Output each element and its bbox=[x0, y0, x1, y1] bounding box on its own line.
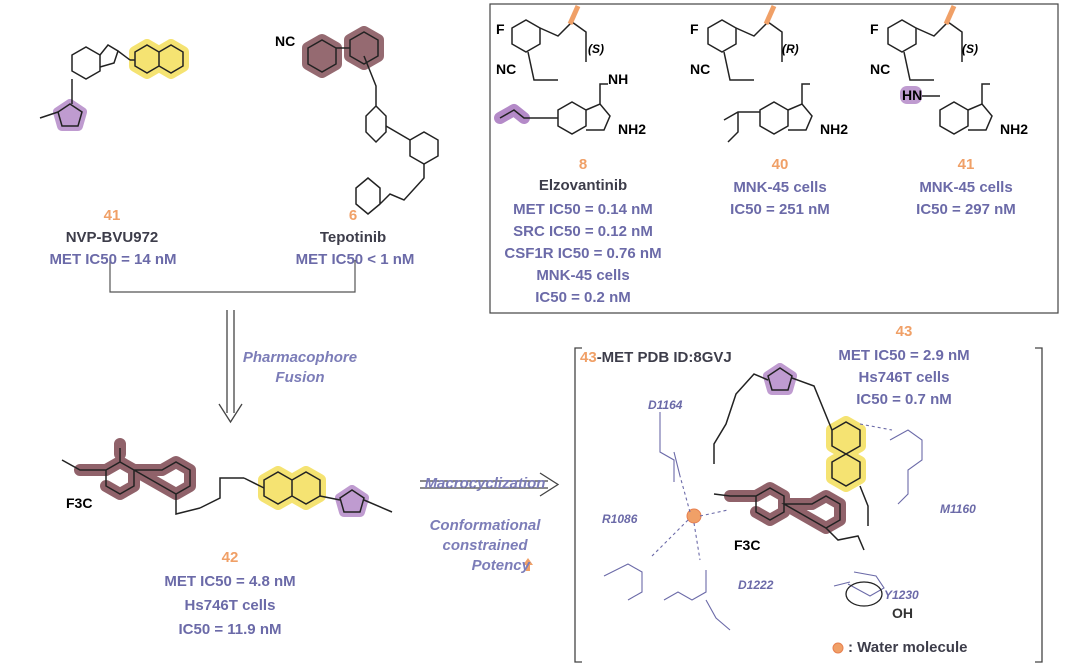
residue-y1230: Y1230 bbox=[884, 588, 919, 602]
residue-m1160: M1160 bbox=[940, 502, 976, 516]
atom-nc-8: NC bbox=[496, 61, 517, 77]
pdb-title: 43-MET PDB ID:8GVJ bbox=[580, 348, 732, 367]
macro-label-3: constrained bbox=[442, 537, 528, 554]
structure-8 bbox=[494, 4, 611, 135]
compound-41-number: 41 bbox=[103, 207, 121, 224]
compound-42-line-2: Hs746T cells bbox=[184, 597, 276, 614]
compound-41b-number: 41 bbox=[957, 156, 975, 173]
compound-8-line-2: SRC IC50 = 0.12 nM bbox=[513, 223, 653, 240]
structure-41 bbox=[39, 39, 189, 131]
residue-d1164: D1164 bbox=[648, 398, 683, 412]
macro-label-4: Potency bbox=[471, 557, 530, 574]
pdb-title-text: -MET PDB ID:8GVJ bbox=[596, 349, 732, 366]
complex-bracket-left bbox=[574, 347, 582, 663]
potency-up-icon bbox=[523, 558, 533, 571]
compound-8-line-1: MET IC50 = 0.14 nM bbox=[513, 201, 653, 218]
water-molecule bbox=[686, 508, 702, 524]
compound-41-activity: MET IC50 = 14 nM bbox=[49, 251, 177, 268]
pdb-title-number: 43 bbox=[580, 349, 597, 366]
atom-nh2-8: NH2 bbox=[618, 121, 647, 137]
macro-label-1: Macrocyclization bbox=[424, 475, 546, 492]
compound-40-number: 40 bbox=[771, 156, 789, 173]
atom-f-41b: F bbox=[870, 21, 879, 37]
atom-nh2-40: NH2 bbox=[820, 121, 849, 137]
fusion-bracket bbox=[109, 260, 356, 293]
macro-label-2: Conformational bbox=[429, 517, 541, 534]
compound-8-line-5: IC50 = 0.2 nM bbox=[535, 289, 631, 306]
structure-42 bbox=[61, 438, 393, 517]
fusion-label-2: Fusion bbox=[275, 369, 325, 386]
structure-40 bbox=[707, 4, 813, 143]
compound-41b-line-2: IC50 = 297 nM bbox=[916, 201, 1016, 218]
compound-6-activity: MET IC50 < 1 nM bbox=[295, 251, 415, 268]
compound-40-line-1: MNK-45 cells bbox=[733, 179, 827, 196]
compound-42-line-1: MET IC50 = 4.8 nM bbox=[164, 573, 296, 590]
atom-hn-41b: HN bbox=[902, 87, 923, 103]
compound-43-line-1: MET IC50 = 2.9 nM bbox=[838, 347, 970, 364]
compound-43-number: 43 bbox=[895, 323, 913, 340]
atom-nh-8: NH bbox=[608, 71, 629, 87]
compound-41b-line-1: MNK-45 cells bbox=[919, 179, 1013, 196]
compound-42-line-3: IC50 = 11.9 nM bbox=[178, 621, 282, 638]
atom-f3c-42: F3C bbox=[66, 495, 93, 511]
compound-6-number: 6 bbox=[348, 207, 358, 224]
structure-43 bbox=[603, 363, 923, 654]
compound-8-line-3: CSF1R IC50 = 0.76 nM bbox=[504, 245, 662, 262]
water-legend-dot bbox=[832, 642, 844, 654]
atom-oh-43: OH bbox=[892, 605, 913, 621]
atom-nc-41b: NC bbox=[870, 61, 891, 77]
atom-s-41b: (S) bbox=[962, 42, 978, 56]
compound-8-number: 8 bbox=[578, 156, 588, 173]
atom-f-8: F bbox=[496, 21, 505, 37]
fusion-arrow bbox=[218, 310, 243, 424]
atom-nc-6: NC bbox=[275, 33, 296, 49]
compound-43-line-3: IC50 = 0.7 nM bbox=[856, 391, 952, 408]
compound-40-line-2: IC50 = 251 nM bbox=[730, 201, 830, 218]
atom-f-40: F bbox=[690, 21, 699, 37]
atom-f3c-43: F3C bbox=[734, 537, 761, 553]
atom-nh2-41b: NH2 bbox=[1000, 121, 1029, 137]
compound-8-name: Elzovantinib bbox=[538, 177, 628, 194]
structure-6 bbox=[302, 26, 439, 215]
residue-d1222: D1222 bbox=[738, 578, 774, 592]
macrocyclization-arrow bbox=[420, 472, 560, 497]
structure-41b bbox=[887, 4, 993, 135]
complex-bracket-right bbox=[1035, 347, 1043, 663]
residue-r1086: R1086 bbox=[602, 512, 638, 526]
compound-8-line-4: MNK-45 cells bbox=[536, 267, 630, 284]
atom-s-8: (S) bbox=[588, 42, 604, 56]
atom-r-40: (R) bbox=[782, 42, 799, 56]
compound-6-name: Tepotinib bbox=[319, 229, 387, 246]
atom-nc-40: NC bbox=[690, 61, 711, 77]
legend-water: : Water molecule bbox=[848, 639, 968, 656]
compound-42-number: 42 bbox=[221, 549, 239, 566]
compound-43-line-2: Hs746T cells bbox=[858, 369, 950, 386]
compound-41-name: NVP-BVU972 bbox=[65, 229, 159, 246]
fusion-label-1: Pharmacophore bbox=[242, 349, 358, 366]
series-box bbox=[489, 3, 1059, 314]
